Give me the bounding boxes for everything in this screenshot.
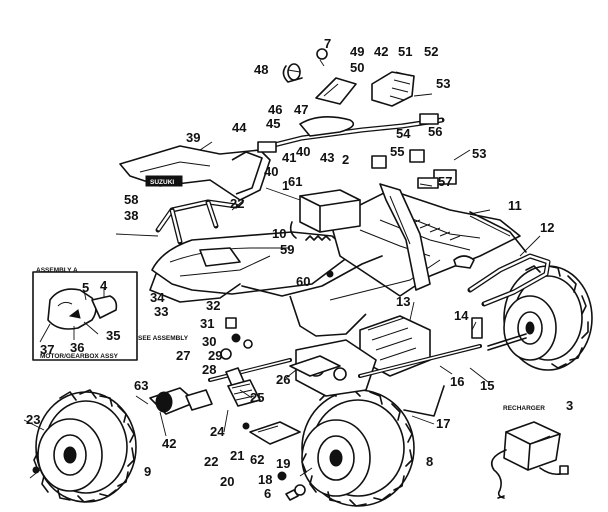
callout-42-top: 42 (374, 44, 388, 59)
callout-44: 44 (232, 120, 247, 135)
front-wheel (285, 389, 415, 507)
leader-lines (115, 69, 541, 437)
callout-5: 5 (82, 280, 89, 295)
callout-16: 16 (450, 374, 464, 389)
callout-13: 13 (396, 294, 410, 309)
callout-33: 33 (154, 304, 168, 319)
callout-46: 46 (268, 102, 282, 117)
callout-11: 11 (508, 198, 522, 213)
callout-53-mid: 53 (472, 146, 486, 161)
callout-52: 52 (424, 44, 438, 59)
callout-22-upper: 22 (230, 196, 244, 211)
callout-12: 12 (540, 220, 554, 235)
callout-60: 60 (296, 274, 310, 289)
handlebar (257, 48, 457, 291)
callout-38: 38 (124, 208, 138, 223)
fuel-tank-cover: SUZUKI (119, 145, 271, 201)
assembly-a-footer: MOTOR/GEARBOX ASSY (40, 353, 119, 360)
see-assembly-label: SEE ASSEMBLY (138, 335, 189, 342)
callout-4: 4 (100, 278, 108, 293)
callout-34: 34 (150, 290, 165, 305)
atv-body (149, 189, 527, 337)
callout-62: 62 (250, 452, 264, 467)
callout-51: 51 (398, 44, 412, 59)
callout-numbers: 7 49 42 51 52 48 50 53 46 47 44 45 39 54… (26, 36, 573, 501)
callout-32: 32 (206, 298, 220, 313)
callout-49: 49 (350, 44, 364, 59)
callout-40-upper: 40 (296, 144, 310, 159)
callout-40-lower: 40 (264, 164, 278, 179)
callout-29: 29 (208, 348, 222, 363)
callout-8: 8 (426, 454, 433, 469)
callout-24: 24 (210, 424, 225, 439)
front-rack (155, 199, 239, 245)
callout-26: 26 (276, 372, 290, 387)
callout-19: 19 (276, 456, 290, 471)
callout-14: 14 (454, 308, 469, 323)
callout-50: 50 (350, 60, 364, 75)
callout-21: 21 (230, 448, 244, 463)
callout-59: 59 (280, 242, 294, 257)
callout-42-bottom: 42 (162, 436, 176, 451)
callout-6: 6 (264, 486, 271, 501)
recharger-label: RECHARGER (503, 405, 545, 412)
callout-61-visible: 61 (288, 174, 302, 189)
callout-55: 55 (390, 144, 404, 159)
callout-43: 43 (320, 150, 334, 165)
recharger: RECHARGER (490, 405, 569, 499)
tank-brand: SUZUKI (150, 179, 174, 186)
callout-58: 58 (124, 192, 138, 207)
callout-15: 15 (480, 378, 494, 393)
callout-3: 3 (566, 398, 573, 413)
callout-45: 45 (266, 116, 280, 131)
callout-54: 54 (396, 126, 411, 141)
callout-37: 37 (40, 342, 54, 357)
callout-9: 9 (144, 464, 151, 479)
callout-31: 31 (200, 316, 214, 331)
callout-57: 57 (438, 174, 452, 189)
callout-17: 17 (436, 416, 450, 431)
callout-36: 36 (70, 340, 84, 355)
callout-10: 10 (272, 226, 286, 241)
callout-20: 20 (220, 474, 234, 489)
callout-63: 63 (134, 378, 148, 393)
callout-22-lower: 22 (204, 454, 218, 469)
assembly-a-inset: ASSEMBLY A MOTOR/GEARBOX ASSY (32, 267, 138, 361)
callout-53-top: 53 (436, 76, 450, 91)
callout-18: 18 (258, 472, 272, 487)
callout-35: 35 (106, 328, 120, 343)
callout-39: 39 (186, 130, 200, 145)
rear-rack (467, 253, 551, 307)
callout-47: 47 (294, 102, 308, 117)
callout-23: 23 (26, 412, 40, 427)
callout-56: 56 (428, 124, 442, 139)
callout-48: 48 (254, 62, 268, 77)
callout-30: 30 (202, 334, 216, 349)
callout-2: 2 (342, 152, 349, 167)
callout-27: 27 (176, 348, 190, 363)
assembly-a-title: ASSEMBLY A (36, 267, 78, 274)
rear-wheel-right (487, 265, 593, 371)
callout-25: 25 (250, 390, 264, 405)
callout-28: 28 (202, 362, 216, 377)
rear-wheel-left (23, 389, 137, 503)
callout-1: 1 (282, 178, 289, 193)
callout-41: 41 (282, 150, 296, 165)
callout-7: 7 (324, 36, 331, 51)
